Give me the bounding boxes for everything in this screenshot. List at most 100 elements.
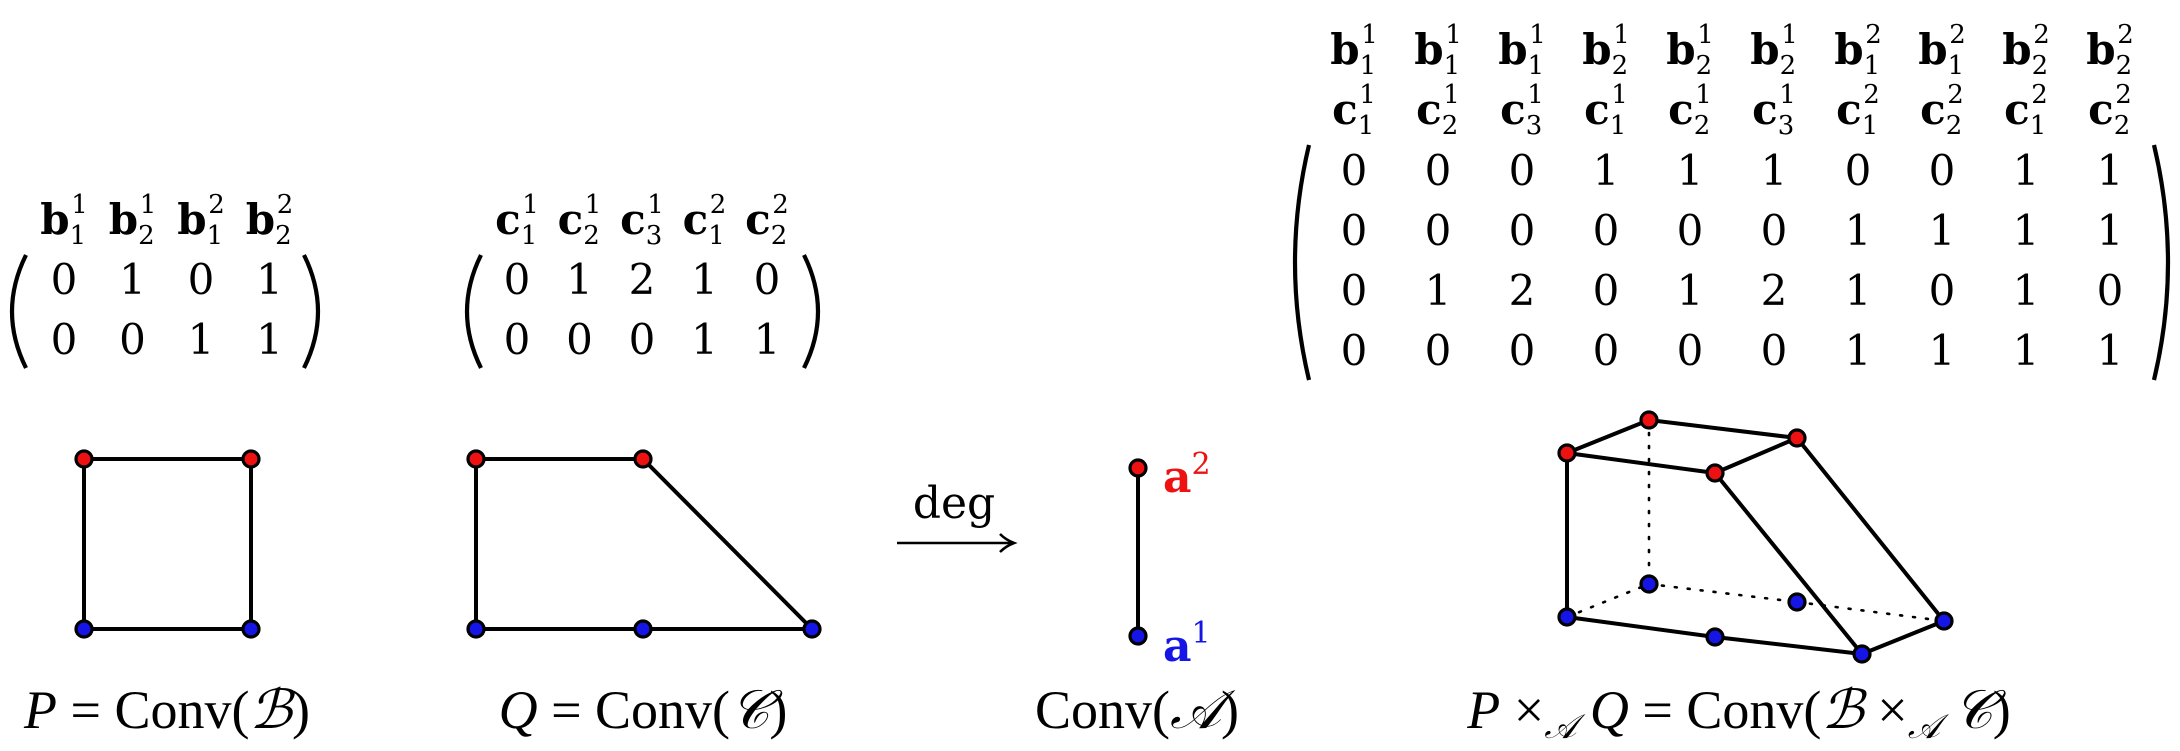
- matrix-header-base: b: [177, 195, 206, 244]
- matrix-header: c11: [1584, 80, 1628, 141]
- vertex-red: [1128, 458, 1148, 478]
- label-a1-base: a: [1163, 621, 1192, 672]
- matrix-header: c22: [745, 190, 789, 251]
- matrix-header-sub: 1: [708, 221, 725, 251]
- matrix-header-sup: 2: [1863, 80, 1880, 110]
- matrix-entry: 1: [2013, 206, 2040, 255]
- matrix-entry: 1: [2013, 266, 2040, 315]
- matrix-entry: 1: [754, 315, 781, 364]
- label-a2: a2: [1163, 447, 1211, 503]
- vertex-blue: [74, 619, 94, 639]
- matrix-header-base: c: [1584, 85, 1610, 134]
- caption-P-text: = Conv(: [57, 680, 249, 740]
- square-edges: [82, 457, 253, 631]
- caption-PQ-space2: [1940, 680, 1954, 740]
- vertex-blue: [466, 619, 486, 639]
- matrix-header-sub: 1: [1948, 51, 1965, 81]
- matrix-header: c21: [1668, 80, 1712, 141]
- hidden-edge: [1795, 600, 1946, 623]
- matrix-header-base: c: [2004, 85, 2030, 134]
- caption-P-var: P: [23, 680, 57, 740]
- matrix-entry: 1: [1845, 326, 1872, 375]
- vertex-blue: [1787, 592, 1807, 612]
- matrix-header-sub: 2: [583, 221, 600, 251]
- matrix-header-sub: 2: [138, 221, 155, 251]
- matrix-entry: 0: [1677, 326, 1704, 375]
- matrix-header-sub: 2: [1696, 51, 1713, 81]
- matrix-header-base: c: [2088, 85, 2114, 134]
- matrix-entry: 0: [1929, 266, 1956, 315]
- matrix-entry: 1: [566, 255, 593, 304]
- segment-A: a2 a1: [1128, 447, 1211, 672]
- matrix-header: b11: [1414, 20, 1461, 81]
- matrix-header-sup: 1: [1611, 80, 1628, 110]
- matrix-header: c31: [1500, 80, 1544, 141]
- matrix-entry: 2: [629, 255, 656, 304]
- matrix-header: c22: [1920, 80, 1964, 141]
- matrix-header-sub: 1: [1864, 51, 1881, 81]
- matrix-header-sup: 1: [1359, 80, 1376, 110]
- matrix-header-sub: 2: [1694, 111, 1711, 141]
- caption-PQ-space: [1576, 680, 1590, 740]
- vertex-red: [1705, 463, 1725, 483]
- caption-P: P = Conv(ℬ): [23, 680, 310, 740]
- matrix-header-sub: 1: [521, 221, 538, 251]
- vertex-red: [1639, 410, 1659, 430]
- matrix-header-sup: 2: [710, 190, 727, 220]
- matrix-entry: 1: [1593, 146, 1620, 195]
- matrix-header-sub: 2: [1780, 51, 1797, 81]
- slant-edge: [1713, 471, 1864, 656]
- matrix-header-sup: 1: [140, 190, 157, 220]
- matrix-entry: 0: [1677, 206, 1704, 255]
- matrix-entry: 0: [629, 315, 656, 364]
- matrix-header-sup: 2: [1949, 20, 1966, 50]
- matrix-header: b22: [246, 190, 293, 251]
- matrix-header: c12: [1836, 80, 1880, 141]
- matrix-header-sub: 2: [2032, 51, 2049, 81]
- matrix-header-sup: 1: [585, 190, 602, 220]
- matrix-header-base: c: [1836, 85, 1862, 134]
- caption-Q: Q = Conv(𝒞): [499, 680, 788, 740]
- matrix-header-sup: 2: [2033, 20, 2050, 50]
- matrix-header-sub: 1: [1862, 111, 1879, 141]
- matrix-entry: 1: [691, 315, 718, 364]
- matrix-entry: 0: [1593, 266, 1620, 315]
- caption-PQ-var: P: [1466, 680, 1500, 740]
- caption-P-set: ℬ: [250, 680, 296, 740]
- matrix-header-sub: 2: [275, 221, 292, 251]
- vertex-blue: [1639, 574, 1659, 594]
- matrix-header-sup: 1: [1779, 80, 1796, 110]
- matrix-header-sup: 1: [1781, 20, 1798, 50]
- matrix-header-base: c: [1752, 85, 1778, 134]
- matrix-entry: 0: [1509, 326, 1536, 375]
- matrix-header-sub: 3: [646, 221, 663, 251]
- matrix-header: b21: [1582, 20, 1629, 81]
- matrix-entry: 1: [2097, 206, 2124, 255]
- hidden-edge: [1647, 582, 1799, 604]
- matrix-header-base: b: [246, 195, 275, 244]
- matrix-entry: 1: [2097, 326, 2124, 375]
- vertex-blue: [802, 619, 822, 639]
- matrix-entry: 1: [1425, 266, 1452, 315]
- matrix-header: b21: [1750, 20, 1797, 81]
- matrix-entry: 0: [1341, 326, 1368, 375]
- matrix-entry: 1: [119, 255, 146, 304]
- matrix-entry: 2: [1761, 266, 1788, 315]
- matrix-entry: 1: [1761, 146, 1788, 195]
- matrix-header-base: c: [1332, 85, 1358, 134]
- matrix-entry: 0: [1761, 326, 1788, 375]
- matrix-header-base: b: [40, 195, 69, 244]
- matrix-header-sup: 2: [2031, 80, 2048, 110]
- caption-A: Conv(𝒜): [1035, 680, 1239, 740]
- matrix-entry: 0: [51, 315, 78, 364]
- matrix-entry: 1: [1845, 266, 1872, 315]
- matrix-entry: 1: [2097, 146, 2124, 195]
- matrix-header-sup: 2: [2115, 80, 2132, 110]
- product-polytope: [1557, 410, 1954, 664]
- matrix-entry: 0: [1509, 206, 1536, 255]
- matrix-entry: 1: [1929, 326, 1956, 375]
- matrix-header-base: b: [1498, 25, 1527, 74]
- matrix-header-sup: 1: [1613, 20, 1630, 50]
- matrix-entry: 0: [2097, 266, 2124, 315]
